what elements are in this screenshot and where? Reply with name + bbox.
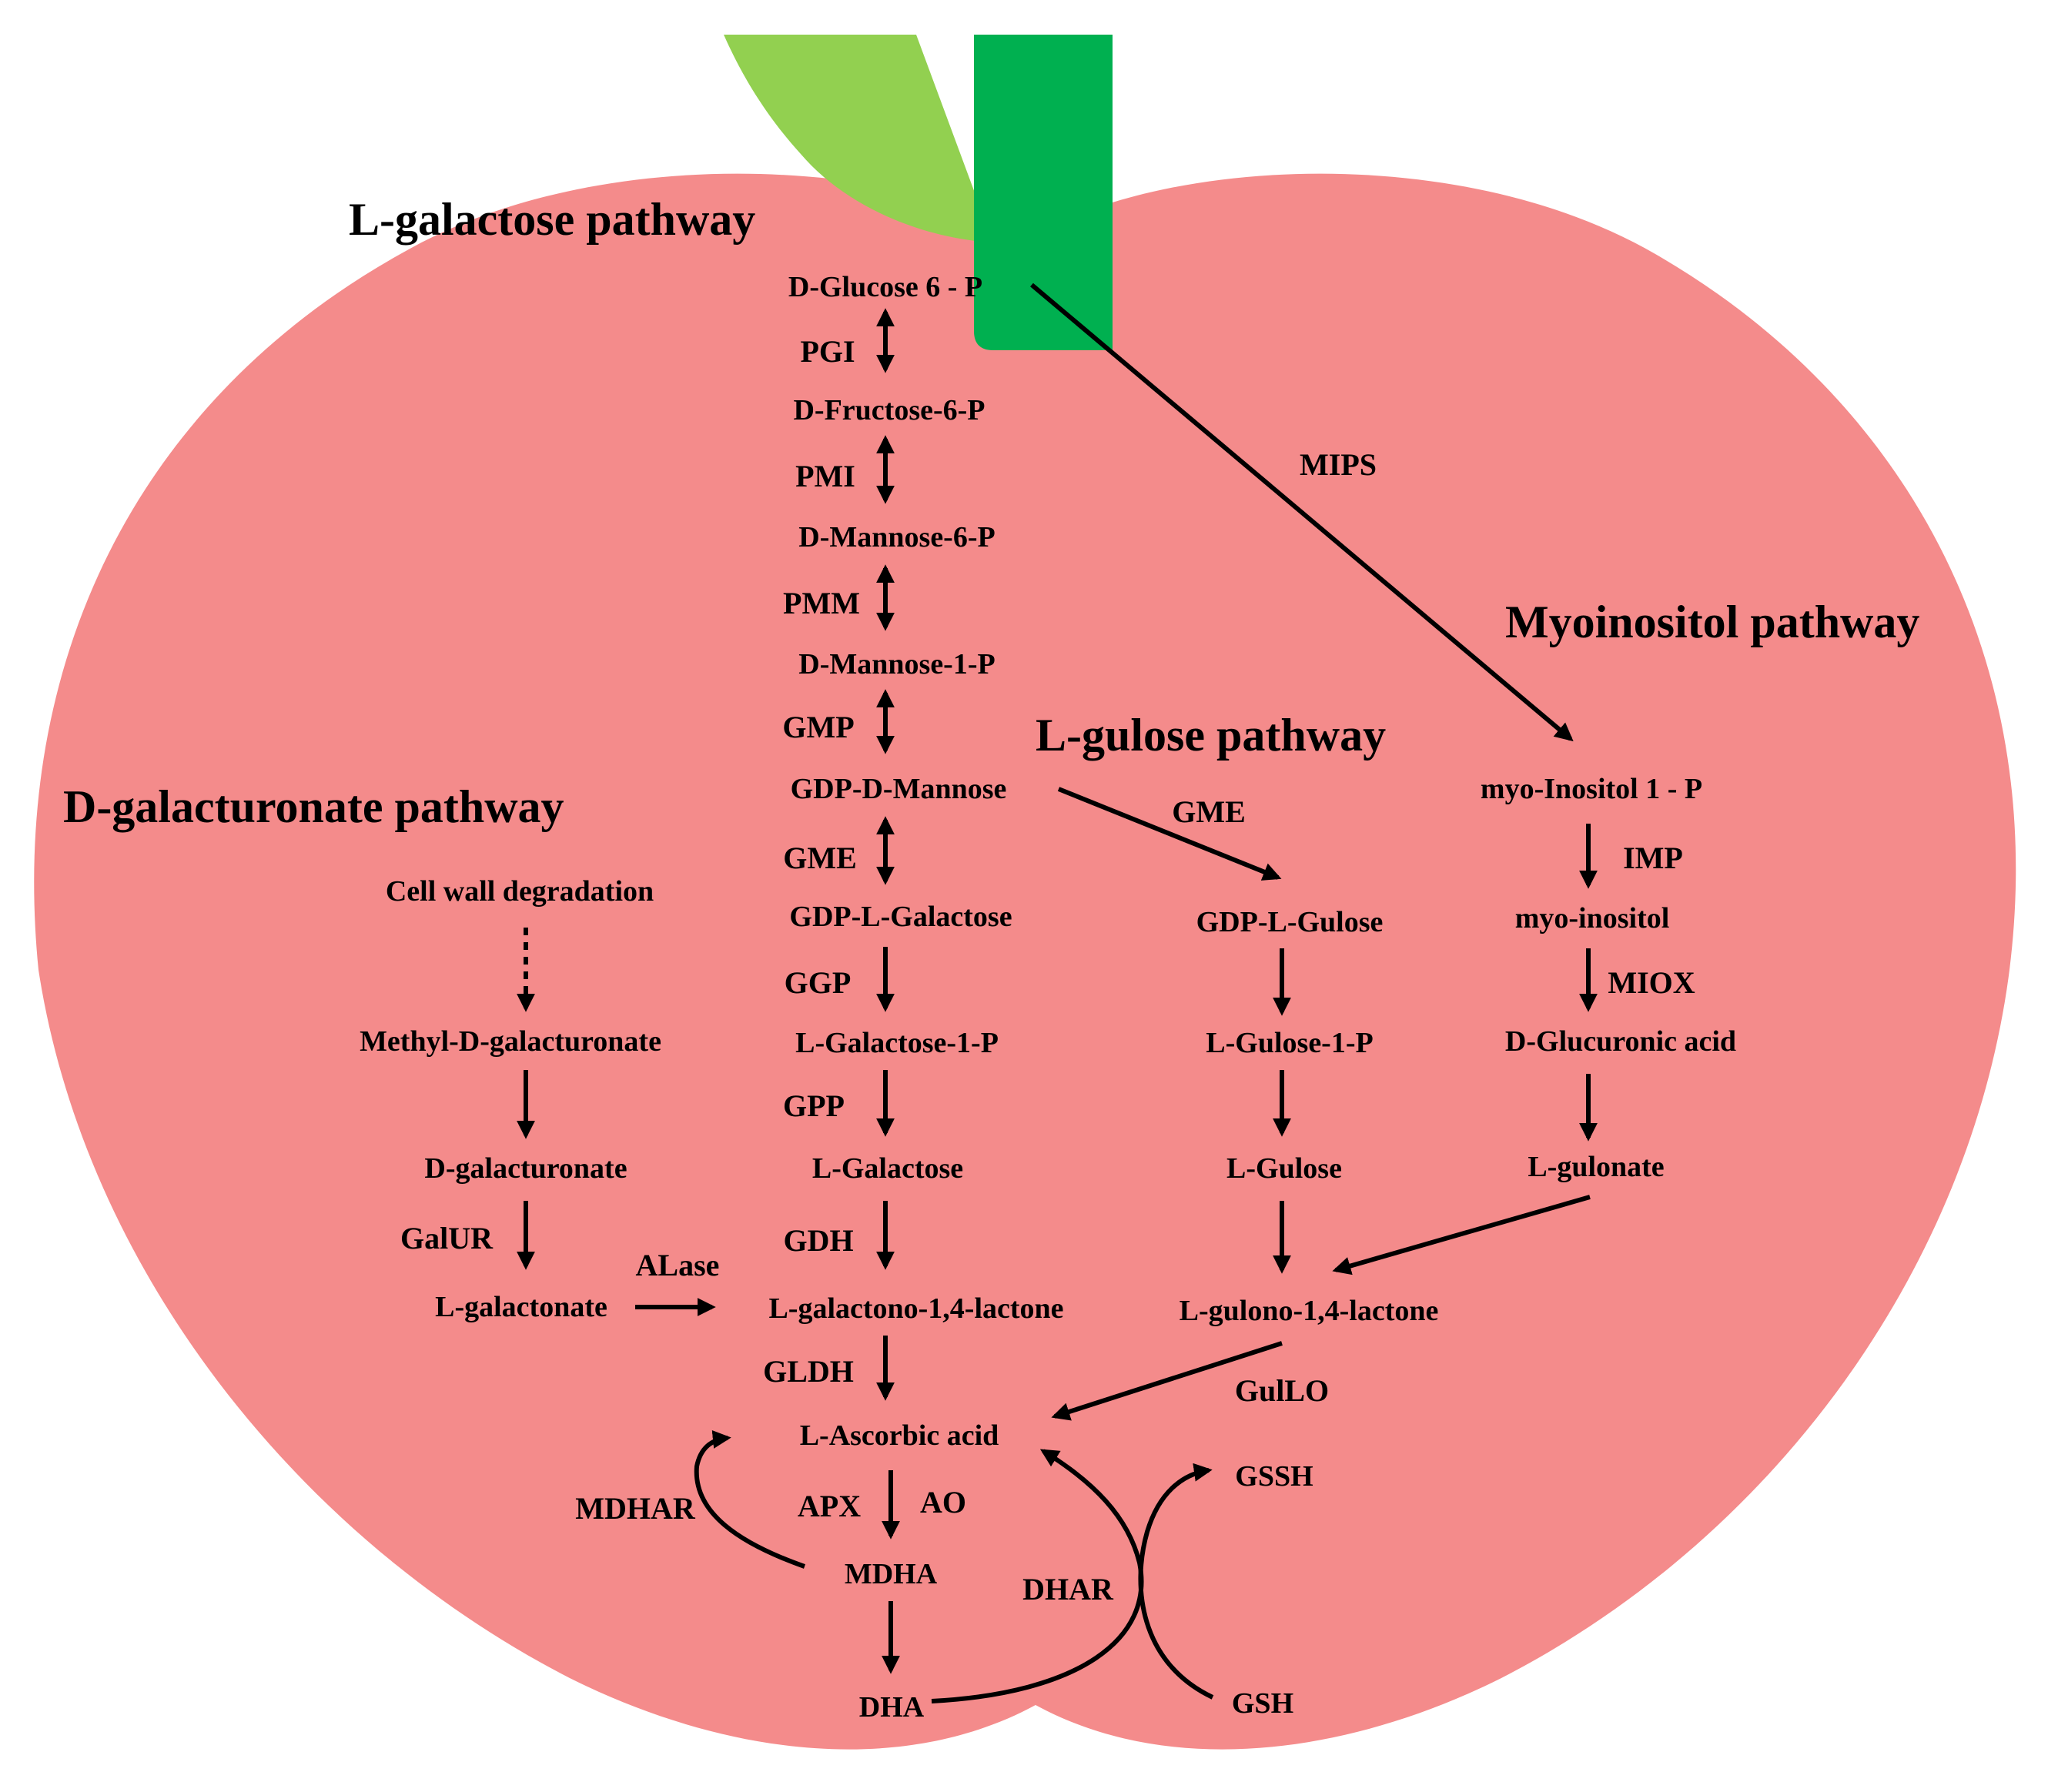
enzyme-mdhar: MDHAR bbox=[575, 1491, 696, 1526]
enzyme-galur: GalUR bbox=[400, 1221, 494, 1255]
enzyme-gdh: GDH bbox=[783, 1223, 853, 1258]
node-myo-inositol-1-p: myo-Inositol 1 - P bbox=[1481, 773, 1702, 805]
heading-l-gulose-pathway: L-gulose pathway bbox=[1036, 710, 1386, 761]
node-dha: DHA bbox=[859, 1691, 925, 1723]
arrow-gullo bbox=[1051, 1341, 1283, 1421]
enzyme-dhar: DHAR bbox=[1022, 1572, 1114, 1606]
enzyme-imp: IMP bbox=[1623, 841, 1683, 875]
node-d-fructose-6-p: D-Fructose-6-P bbox=[793, 394, 985, 426]
arrow-mdhar bbox=[694, 1429, 805, 1569]
node-d-mannose-1-p: D-Mannose-1-P bbox=[798, 648, 995, 680]
enzyme-ao: AO bbox=[920, 1485, 966, 1520]
enzyme-mips: MIPS bbox=[1300, 447, 1377, 482]
enzyme-ggp: GGP bbox=[785, 965, 852, 1000]
arrow-mips bbox=[1030, 283, 1574, 742]
node-cell-wall-degradation: Cell wall degradation bbox=[386, 875, 654, 908]
node-myo-inositol: myo-inositol bbox=[1515, 902, 1670, 934]
enzyme-gme: GME bbox=[783, 841, 857, 875]
node-l-gulono-lactone: L-gulono-1,4-lactone bbox=[1180, 1295, 1439, 1327]
arrow-gme-to-gulose bbox=[1057, 787, 1282, 881]
node-l-gulose: L-Gulose bbox=[1226, 1152, 1342, 1185]
node-l-gulose-1-p: L-Gulose-1-P bbox=[1206, 1027, 1373, 1059]
arrow-gsh-gssh bbox=[1138, 1463, 1214, 1700]
enzyme-alase: ALase bbox=[636, 1248, 720, 1282]
enzyme-pmi: PMI bbox=[795, 459, 855, 493]
node-d-glucose-6-p: D-Glucose 6 - P bbox=[788, 271, 982, 303]
enzyme-pmm: PMM bbox=[783, 586, 860, 620]
enzyme-gme-gulose: GME bbox=[1172, 794, 1246, 829]
node-methyl-d-galacturonate: Methyl-D-galacturonate bbox=[360, 1025, 661, 1058]
enzyme-apx: APX bbox=[798, 1489, 861, 1523]
node-d-galacturonate: D-galacturonate bbox=[424, 1152, 627, 1185]
node-d-glucuronic-acid: D-Glucuronic acid bbox=[1505, 1025, 1736, 1058]
node-gssh: GSSH bbox=[1235, 1460, 1313, 1493]
node-d-mannose-6-p: D-Mannose-6-P bbox=[798, 521, 995, 553]
node-l-galactono-lactone: L-galactono-1,4-lactone bbox=[768, 1292, 1063, 1325]
enzyme-gullo: GulLO bbox=[1235, 1373, 1329, 1408]
node-l-gulonate: L-gulonate bbox=[1528, 1151, 1664, 1183]
stem bbox=[974, 35, 1113, 350]
node-gdp-l-galactose: GDP-L-Galactose bbox=[789, 901, 1012, 933]
enzyme-gpp: GPP bbox=[783, 1088, 845, 1123]
node-l-galactose: L-Galactose bbox=[812, 1152, 963, 1185]
node-gsh: GSH bbox=[1232, 1687, 1293, 1720]
heading-d-galacturonate-pathway: D-galacturonate pathway bbox=[63, 781, 564, 832]
enzyme-gmp: GMP bbox=[782, 710, 854, 744]
heading-myoinositol-pathway: Myoinositol pathway bbox=[1505, 597, 1919, 647]
apple-body bbox=[34, 173, 2016, 1750]
enzyme-miox: MIOX bbox=[1608, 965, 1695, 1000]
node-mdha: MDHA bbox=[845, 1558, 938, 1590]
node-l-galactose-1-p: L-Galactose-1-P bbox=[795, 1027, 999, 1059]
node-gdp-d-mannose: GDP-D-Mannose bbox=[791, 773, 1007, 805]
enzyme-pgi: PGI bbox=[800, 334, 855, 369]
leaf bbox=[724, 35, 993, 242]
enzyme-gldh: GLDH bbox=[763, 1354, 854, 1389]
node-gdp-l-gulose: GDP-L-Gulose bbox=[1196, 906, 1384, 938]
heading-l-galactose-pathway: L-galactose pathway bbox=[349, 194, 755, 245]
node-l-ascorbic-acid: L-Ascorbic acid bbox=[800, 1419, 999, 1452]
node-l-galactonate: L-galactonate bbox=[435, 1291, 607, 1323]
arrow-gulonate-to-lactone bbox=[1332, 1195, 1591, 1275]
